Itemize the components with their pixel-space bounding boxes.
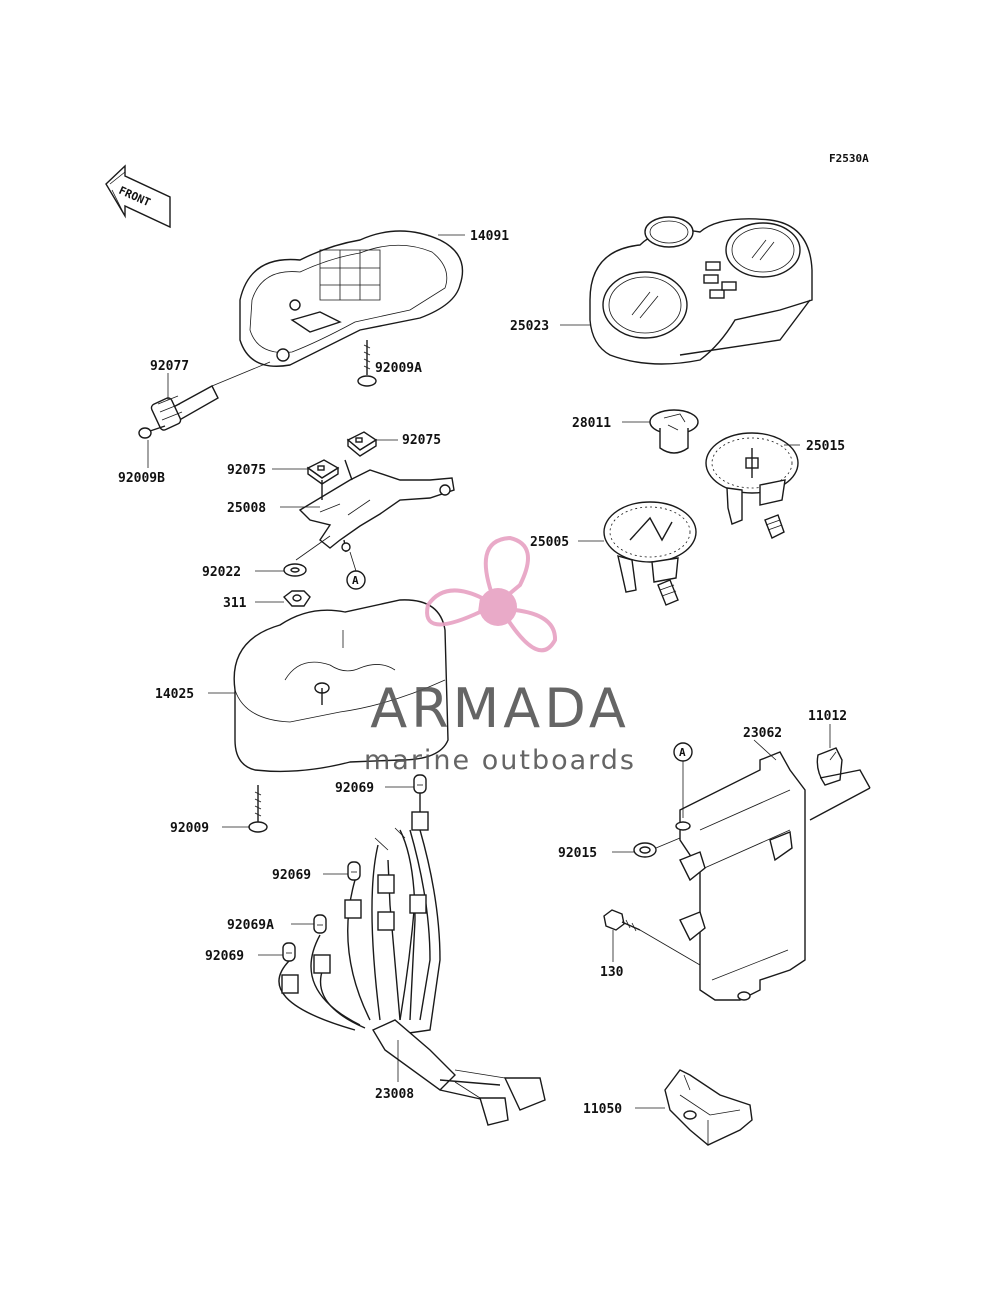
part-label: 311 [223,596,247,611]
part-label: 92069 [205,949,244,964]
part-label: 92069 [335,781,374,796]
grommet-92015 [633,837,681,858]
gauge-25015 [705,432,799,539]
gauge-25005 [603,501,697,606]
part-label: 92009 [170,821,209,836]
wire-harness-23008 [278,790,546,1126]
washer-92022 [283,535,331,577]
meter-cover-14091 [239,230,464,367]
svg-text:A: A [679,746,686,759]
part-label: 25023 [510,319,549,334]
meter-housing-14025 [233,599,449,773]
screw-92009 [248,785,268,833]
watermark: ARMADA marine outboards [364,535,636,776]
part-label: 11012 [808,709,847,724]
bracket-11050 [664,1069,753,1146]
part-label: 92069 [272,868,311,883]
callout-a-upper: A [346,551,366,590]
cap-11012 [816,747,843,786]
part-label: 92075 [227,463,266,478]
part-label: 14091 [470,229,509,244]
part-label: 25008 [227,501,266,516]
propeller-logo-icon [425,535,558,653]
part-label: 92075 [402,433,441,448]
meter-assembly-25023 [589,216,813,365]
clip-92075-upper [346,431,378,457]
part-labels: 14091 92077 92009A 92009B 92075 92075 25… [118,229,847,1117]
bulb-92069A [313,914,327,934]
callout-a-lower: A [673,742,693,818]
bulb-92069-top [413,774,427,794]
front-arrow-icon: FRONT [105,164,171,229]
knob-92077 [150,361,271,431]
bolt-130 [603,909,701,966]
leader-lines [147,234,831,1109]
part-label: 23062 [743,726,782,741]
part-label: 130 [600,965,624,980]
watermark-tagline: marine outboards [364,745,636,776]
part-label: 92077 [150,359,189,374]
watermark-brand: ARMADA [370,677,630,740]
part-label: 28011 [572,416,611,431]
nut-311 [282,590,311,607]
screw-92009B [138,425,166,439]
part-label: 25015 [806,439,845,454]
indicator-28011 [649,409,699,454]
figure-code: F2530A [829,152,869,165]
part-label: 23008 [375,1087,414,1102]
part-label: 92015 [558,846,597,861]
bulb-92069-low [282,942,296,962]
svg-text:A: A [352,574,359,587]
clip-92075-lower [306,459,340,485]
part-label: 92022 [202,565,241,580]
part-label: 92009A [375,361,422,376]
screw-92009A [357,340,377,387]
bracket-25008 [298,459,455,553]
part-label: 92069A [227,918,274,933]
part-label: 25005 [530,535,569,550]
bulb-92069-mid [347,861,361,881]
bracket-23062 [675,751,871,1001]
part-label: 14025 [155,687,194,702]
part-label: 11050 [583,1102,622,1117]
part-label: 92009B [118,471,165,486]
